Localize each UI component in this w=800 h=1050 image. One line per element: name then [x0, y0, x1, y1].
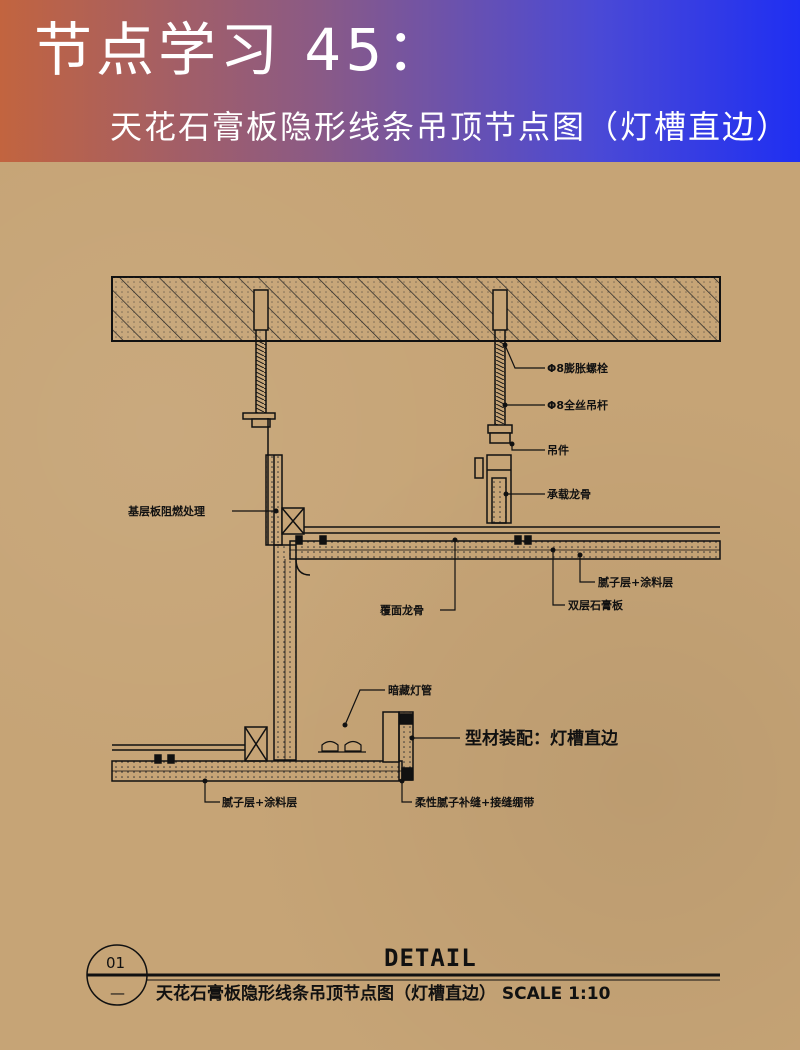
page-title: 节点学习 45： [34, 16, 449, 84]
label-putty-top: 腻子层+涂料层 [598, 575, 673, 589]
leader-lines [204, 344, 595, 803]
lower-gypsum-board [111, 726, 403, 782]
detail-heading: DETAIL [384, 944, 477, 972]
label-bolt: Φ8膨胀螺栓 [547, 361, 608, 375]
detail-number: 01 [106, 954, 125, 972]
left-hanger-rod [242, 289, 276, 428]
upper-gypsum-board [289, 535, 721, 560]
header-banner: 节点学习 45： 天花石膏板隐形线条吊顶节点图（灯槽直边） [0, 0, 800, 162]
label-cover-keel: 覆面龙骨 [380, 603, 424, 617]
page-subtitle: 天花石膏板隐形线条吊顶节点图（灯槽直边） [110, 108, 791, 146]
label-lamp: 暗藏灯管 [388, 683, 432, 697]
label-double-board: 双层石膏板 [568, 598, 624, 612]
concealed-lamp [318, 740, 366, 753]
lamp-trough-profile [382, 711, 414, 781]
label-putty-bottom: 腻子层+涂料层 [222, 795, 297, 809]
concrete-slab [111, 276, 721, 342]
label-profile: 型材装配：灯槽直边 [465, 728, 619, 749]
detail-caption: 天花石膏板隐形线条吊顶节点图（灯槽直边） SCALE 1:10 [156, 983, 611, 1004]
vertical-gypsum-drop [273, 544, 311, 761]
right-hanger-rod [474, 289, 513, 524]
leader-dots [202, 342, 583, 784]
label-seam: 柔性腻子补缝+接缝绷带 [414, 795, 534, 809]
label-base-board: 基层板阻燃处理 [127, 504, 205, 518]
label-hanger: 吊件 [547, 443, 569, 457]
left-vertical-frame [265, 418, 720, 546]
label-rod: Φ8全丝吊杆 [547, 398, 608, 412]
title-block: DETAIL 01 — 天花石膏板隐形线条吊顶节点图（灯槽直边） SCALE 1… [86, 944, 720, 1006]
detail-dash: — [110, 984, 125, 1002]
label-main-keel: 承载龙骨 [547, 487, 591, 501]
